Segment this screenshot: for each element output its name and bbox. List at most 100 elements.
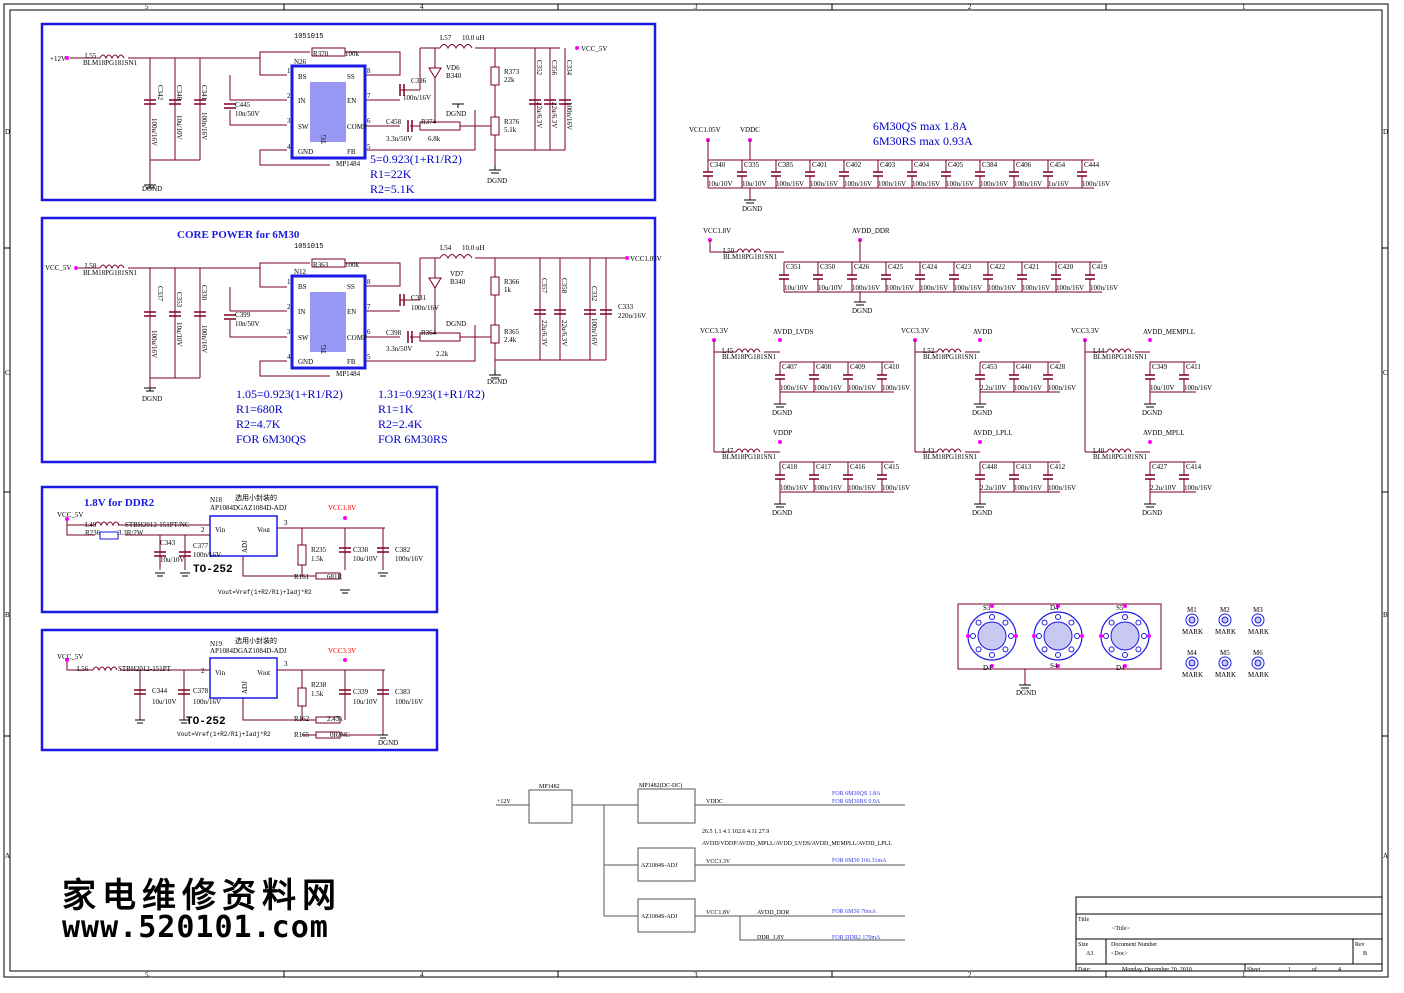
pin-dot bbox=[1056, 664, 1060, 668]
part-val: 22u/6.3V bbox=[550, 102, 558, 128]
cap-value: 2.2u/10V bbox=[980, 484, 1006, 492]
cap-row: C35110u/10VC35010u/10VC426100n/16VC42510… bbox=[779, 261, 1118, 293]
pin-name: ADJ bbox=[241, 681, 249, 694]
block-33-ldo: VCC_5V VCC3.3V 选用小封装的 N19 AP1084DGAZ1084… bbox=[40, 628, 439, 752]
part-val: 681R bbox=[327, 573, 343, 581]
net-label: DGND bbox=[772, 409, 792, 417]
cap-ref: C408 bbox=[816, 363, 832, 371]
cap-plates bbox=[1009, 474, 1019, 480]
tree-note: FOR DDR2 170mA bbox=[832, 935, 881, 941]
svg-text:5: 5 bbox=[367, 353, 371, 361]
block-frame bbox=[40, 216, 657, 464]
via bbox=[1008, 633, 1014, 639]
via bbox=[1055, 614, 1061, 620]
pin-dot bbox=[1080, 634, 1084, 638]
cap-plates bbox=[809, 374, 819, 380]
svg-text:1: 1 bbox=[287, 67, 291, 75]
part-val: 0R/NC bbox=[330, 731, 350, 739]
cap-value: 100n/16V bbox=[1022, 284, 1050, 292]
mark-ref: M2 bbox=[1220, 606, 1230, 614]
cap-plates bbox=[949, 274, 959, 280]
via bbox=[1041, 646, 1048, 653]
cap-value: 10u/10V bbox=[818, 284, 843, 292]
cap-value: 100n/16V bbox=[780, 384, 808, 392]
watermark-url: www.520101.com bbox=[62, 910, 329, 945]
ground-symbol bbox=[744, 199, 756, 204]
part-ref: C339 bbox=[353, 688, 369, 696]
part-ref: C333 bbox=[618, 303, 634, 311]
part-val: 10u/10V bbox=[160, 556, 185, 564]
col-label: 3 bbox=[694, 971, 698, 979]
part-ref: R376 bbox=[504, 118, 520, 126]
net-label: 1051015 bbox=[294, 33, 323, 41]
hole-label: D4 bbox=[983, 664, 992, 672]
cap-ref: C412 bbox=[1050, 463, 1066, 471]
part-ref: C358 bbox=[560, 278, 568, 294]
cap-ref: C453 bbox=[982, 363, 998, 371]
border-labels: 5 4 3 2 1 5 4 3 2 1 D C B A D C B A bbox=[5, 3, 1388, 979]
part-val: 10.0 uH bbox=[462, 244, 485, 252]
cap-value: 100n/16V bbox=[878, 180, 906, 188]
part-val: BLM18PG181SN1 bbox=[83, 59, 138, 67]
net-dot bbox=[1148, 440, 1152, 444]
formula-line: 1.31=0.923(1+R1/R2) bbox=[378, 387, 485, 401]
net-label: DGND bbox=[446, 110, 466, 118]
pin-name: TG bbox=[320, 345, 328, 354]
cap-ref: C423 bbox=[956, 263, 972, 271]
svg-text:4: 4 bbox=[287, 353, 291, 361]
cap-ref: C404 bbox=[914, 161, 930, 169]
cap-plates bbox=[1009, 374, 1019, 380]
part-val: 10u/10V bbox=[175, 115, 183, 140]
net-label: AVDD_DDR bbox=[852, 227, 890, 235]
fiducial-center bbox=[1254, 616, 1262, 624]
formula-line: R2=4.7K bbox=[236, 417, 281, 431]
cap-row: C407100n/16VC408100n/16VC409100n/16VC410… bbox=[775, 361, 910, 393]
via bbox=[1002, 619, 1009, 626]
tree-block: MP1482(DC-DC) bbox=[639, 782, 682, 789]
cap-plates bbox=[809, 474, 819, 480]
cap-plates bbox=[1009, 171, 1019, 177]
net-label: VCC3.3V bbox=[328, 647, 356, 655]
via bbox=[1068, 646, 1075, 653]
col-label: 2 bbox=[968, 3, 972, 11]
inductor-ref: L43 bbox=[923, 447, 935, 455]
part-ref: C343 bbox=[160, 539, 176, 547]
via bbox=[1135, 619, 1142, 626]
cap-ref: C448 bbox=[982, 463, 998, 471]
cap-value: 100n/16V bbox=[776, 180, 804, 188]
part-ref: VD7 bbox=[450, 270, 464, 278]
col-label: 5 bbox=[145, 971, 149, 979]
cap-plates bbox=[1077, 171, 1087, 177]
part-val: 10.0 uH bbox=[462, 34, 485, 42]
ldo-ic bbox=[209, 515, 278, 557]
pin-name: EN bbox=[347, 308, 356, 316]
part-ref: R236 bbox=[85, 529, 101, 537]
cap-ref: C454 bbox=[1050, 161, 1066, 169]
cap-plates bbox=[975, 474, 985, 480]
via bbox=[1122, 614, 1128, 620]
cap-plates bbox=[881, 274, 891, 280]
cap-plates bbox=[1179, 374, 1189, 380]
block-ddr-ldo: 1.8V for DDR2 VCC_5V VCC1.8V 选用小封装的 N18 … bbox=[40, 485, 439, 614]
svg-text:7: 7 bbox=[367, 303, 371, 311]
mark-ref: M1 bbox=[1187, 606, 1197, 614]
hole-label: D4 bbox=[1050, 604, 1059, 612]
col-label: 3 bbox=[694, 3, 698, 11]
part-val: 1.5k bbox=[311, 690, 324, 698]
tb-value: B bbox=[1363, 951, 1367, 957]
cap-value: 100n/16V bbox=[1048, 384, 1076, 392]
part-ref: R374 bbox=[421, 118, 437, 126]
tb-label: Sheet bbox=[1247, 967, 1261, 973]
cap-value: 100n/16V bbox=[810, 180, 838, 188]
net-label: VCC3.3V bbox=[1071, 327, 1099, 335]
col-label: 2 bbox=[968, 971, 972, 979]
cap-plates bbox=[775, 374, 785, 380]
part-ref: C353 bbox=[175, 292, 183, 308]
part-ref: C330 bbox=[200, 285, 208, 301]
cap-value: 100n/16V bbox=[1082, 180, 1110, 188]
net-dot bbox=[778, 338, 782, 342]
fiducial-center bbox=[1188, 659, 1196, 667]
rail-wire bbox=[713, 340, 780, 453]
cap-value: 100n/16V bbox=[980, 180, 1008, 188]
